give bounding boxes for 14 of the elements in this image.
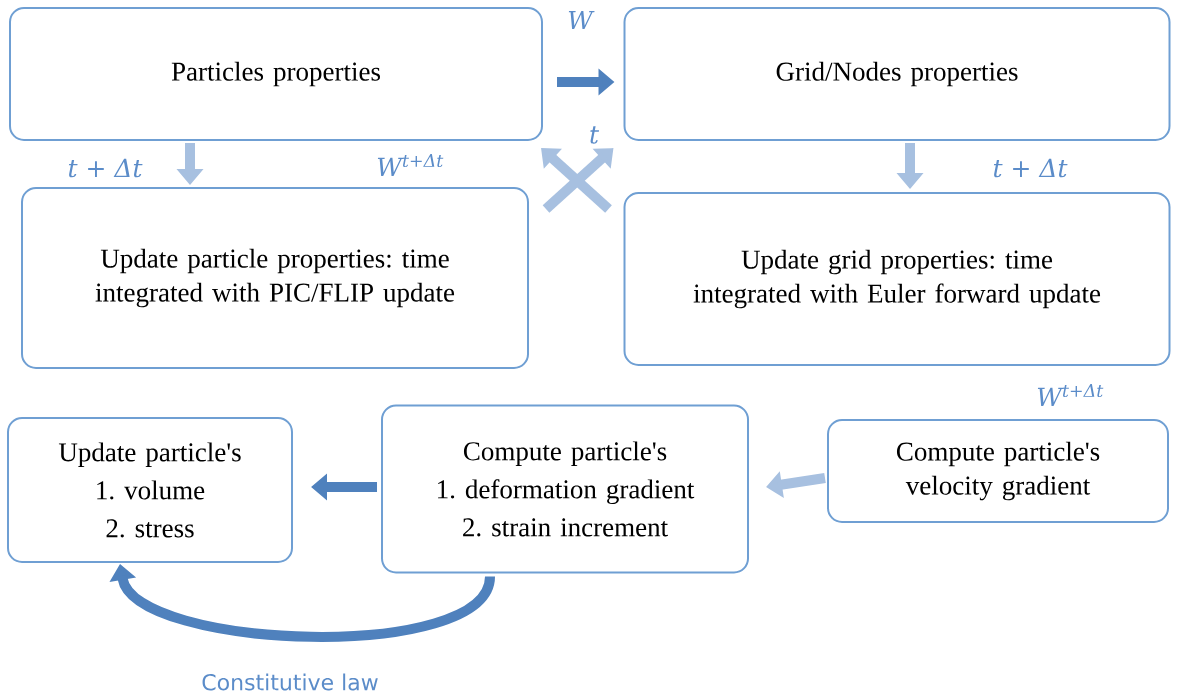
- process-box: Update particle properties: time integrated with PIC/FLIP update: [21, 187, 529, 369]
- process-box: Compute particle's 1. deformation gradient 2. strain increment: [381, 404, 749, 574]
- process-box: Compute particle's velocity gradient: [827, 419, 1169, 523]
- math-label: W$^{t+Δt}$: [1037, 384, 1104, 406]
- process-box: Update particle's 1. volume 2. stress: [7, 417, 293, 563]
- edge-label: Constitutive law: [200, 672, 380, 692]
- edge-label: W$^{t+Δt}$: [375, 153, 445, 177]
- edge-label: t + Δt: [991, 157, 1069, 179]
- process-box: Grid/Nodes properties: [623, 7, 1171, 141]
- process-box: Particles properties: [9, 7, 543, 141]
- edge-label: t + Δt: [66, 157, 144, 179]
- edge-label: W: [566, 9, 595, 31]
- process-box: Update grid properties: time integrated with Euler forward update: [623, 192, 1171, 366]
- edge-label: t: [588, 125, 601, 145]
